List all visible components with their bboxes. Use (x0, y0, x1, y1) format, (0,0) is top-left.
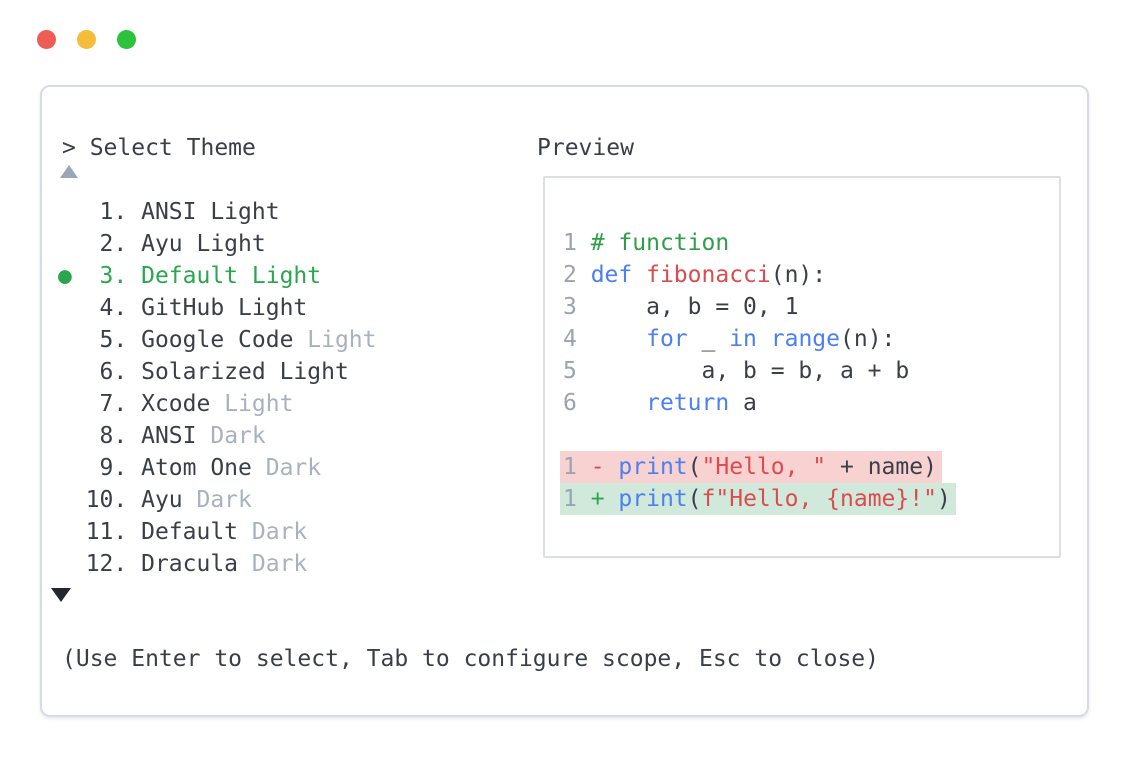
theme-item-xcode-light[interactable]: 7. Xcode Light (85, 391, 294, 417)
theme-item-github-light[interactable]: 4. GitHub Light (85, 295, 308, 321)
theme-item-atom-one-dark[interactable]: 9. Atom One Dark (85, 455, 322, 481)
theme-item-ansi-light[interactable]: 1. ANSI Light (85, 199, 280, 225)
code-line-5: 5 a, b = b, a + b (563, 358, 910, 384)
preview-pane: 1 # function 2 def fibonacci(n): 3 a, b = … (543, 176, 1061, 558)
minimize-button[interactable] (77, 30, 96, 49)
theme-item-ayu-dark[interactable]: 10. Ayu Dark (85, 487, 252, 513)
theme-item-dracula-dark[interactable]: 12. Dracula Dark (85, 551, 308, 577)
select-theme-prompt: > Select Theme (62, 135, 256, 161)
theme-item-default-dark[interactable]: 11. Default Dark (85, 519, 308, 545)
code-line-3: 3 a, b = 0, 1 (563, 294, 799, 320)
diff-added-line: 1 + print(f"Hello, {name}!") (560, 483, 956, 515)
theme-item-solarized-light[interactable]: 6. Solarized Light (85, 359, 349, 385)
scroll-up-icon[interactable] (60, 165, 78, 178)
theme-picker-panel: > Select Theme Preview 1. ANSI Light 2. … (40, 85, 1089, 717)
scroll-down-icon[interactable] (51, 588, 71, 602)
code-line-6: 6 return a (563, 390, 757, 416)
code-line-2: 2 def fibonacci(n): (563, 262, 827, 288)
theme-item-default-light[interactable]: ● 3. Default Light (58, 263, 322, 289)
code-line-4: 4 for _ in range(n): (563, 326, 896, 352)
zoom-button[interactable] (117, 30, 136, 49)
theme-item-ayu-light[interactable]: 2. Ayu Light (85, 231, 266, 257)
code-line-1: 1 # function (563, 230, 730, 256)
close-button[interactable] (37, 30, 56, 49)
theme-item-ansi-dark[interactable]: 8. ANSI Dark (85, 423, 266, 449)
preview-title: Preview (537, 135, 634, 161)
theme-item-google-code-light[interactable]: 5. Google Code Light (85, 327, 377, 353)
footer-hint: (Use Enter to select, Tab to configure s… (62, 646, 879, 672)
diff-removed-line: 1 - print("Hello, " + name) (560, 451, 942, 483)
